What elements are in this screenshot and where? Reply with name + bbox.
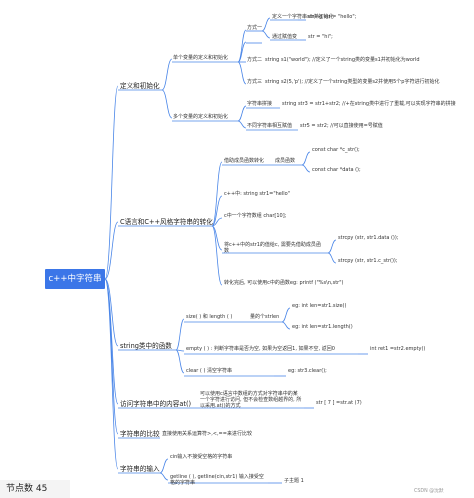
definit-way1[interactable]: 方式一 xyxy=(247,25,263,31)
strfuncs-empty-eg[interactable]: int ret1 =str2.empty() xyxy=(370,346,426,352)
watermark: CSDN @沈默 xyxy=(414,489,444,494)
strfuncs-clear[interactable]: clear ( ) 清空字符串 xyxy=(186,368,233,374)
definit-way3[interactable]: 方式三 xyxy=(247,79,263,85)
convert-cstr[interactable]: const char *c_str(); xyxy=(312,147,360,153)
l1-compare[interactable]: 字符串的比较 xyxy=(120,430,160,438)
definit-assign-code[interactable]: str5 = str2; //可以直接使用=号赋值 xyxy=(300,123,383,129)
at-desc[interactable]: 可以使用c语言中数组的方式对字符串中的某一个字符进行访问, 但不会检查数组越界的… xyxy=(200,391,302,409)
convert-strcpy1[interactable]: strcpy (str, str1.data ()); xyxy=(338,235,399,241)
convert-by-member[interactable]: 借助成员函数转化 xyxy=(224,158,265,164)
node-count-badge: 节点数 45 xyxy=(0,480,70,498)
definit-way1-a[interactable]: 定义一个字符串str并初始化 xyxy=(272,14,334,20)
definit-concat-code[interactable]: string str3 = str1+str2; //+在string类中进行了… xyxy=(282,101,456,107)
strfuncs-empty[interactable]: empty ( ) : 判断字符串是否为空, 如果为空返回1, 如果不空, 返回… xyxy=(186,346,335,352)
l1-definit[interactable]: 定义和初始化 xyxy=(120,82,160,90)
definit-way2[interactable]: 方式二 xyxy=(247,57,263,63)
root-node[interactable]: c++中字符串 xyxy=(45,269,105,289)
at-eg[interactable]: str [ 7 ] =str.at (7) xyxy=(316,400,362,406)
convert-printf-desc[interactable]: 转化完后, 可以使用c中的函数eg: printf ("%s\n,str") xyxy=(224,280,344,286)
compare-desc[interactable]: 直接使用关系运算符>,<,==来进行比较 xyxy=(162,431,252,437)
strfuncs-size-eg1[interactable]: eg: int len=str1.size() xyxy=(292,303,347,309)
input-getline[interactable]: getline ( ), getline(cin,str1) 输入接受空格的字符… xyxy=(170,474,264,486)
strfuncs-clear-eg[interactable]: eg: str3.clear(); xyxy=(288,368,327,374)
strfuncs-size[interactable]: size( ) 和 length ( ) xyxy=(186,314,233,320)
l1-input[interactable]: 字符串的输入 xyxy=(120,465,160,473)
definit-multi[interactable]: 多个变量的定义和初始化 xyxy=(173,114,229,120)
strfuncs-size-eg2[interactable]: eg: int len=str1.length() xyxy=(292,324,353,330)
definit-assign[interactable]: 不同字符串相互赋值 xyxy=(247,123,293,129)
convert-copy-desc[interactable]: 将c++中的str1的值给c, 需要先借助成员函数 xyxy=(224,242,321,254)
l1-convert[interactable]: C语言和C++风格字符串的转化 xyxy=(120,218,213,226)
convert-carr[interactable]: c中一个字符数组 char[10]; xyxy=(224,213,287,219)
convert-cpp[interactable]: c++中: string str1="hello" xyxy=(224,191,291,197)
l1-strfuncs[interactable]: string类中的函数 xyxy=(120,342,172,350)
definit-way1-b-code[interactable]: str = "hi"; xyxy=(308,34,333,40)
l1-at[interactable]: 访问字符串中的内容at() xyxy=(120,400,192,408)
input-eg[interactable]: 子主题 1 xyxy=(284,478,304,484)
convert-member-funcs[interactable]: 成员函数 xyxy=(275,158,296,164)
definit-way3-code[interactable]: string s2(5,'p'); //定义了一个string类型的变量s2并使… xyxy=(265,79,440,85)
definit-way1-b[interactable]: 通过赋值变 xyxy=(272,34,298,40)
definit-way2-code[interactable]: string s1("world"); //定义了一个string类的变量s1并… xyxy=(265,57,420,63)
definit-concat[interactable]: 字符串拼接 xyxy=(247,101,273,107)
convert-strcpy2[interactable]: strcpy (str, str1.c_str()); xyxy=(338,258,398,264)
definit-single[interactable]: 单个变量的定义和初始化 xyxy=(173,55,229,61)
definit-way1-a-code[interactable]: string str = "hello"; xyxy=(308,14,357,20)
strfuncs-size-desc[interactable]: 量的个strlen xyxy=(250,314,280,320)
input-cin[interactable]: cin输入不接受空格的字符串 xyxy=(170,454,233,460)
convert-data[interactable]: const char *data (); xyxy=(312,167,361,173)
